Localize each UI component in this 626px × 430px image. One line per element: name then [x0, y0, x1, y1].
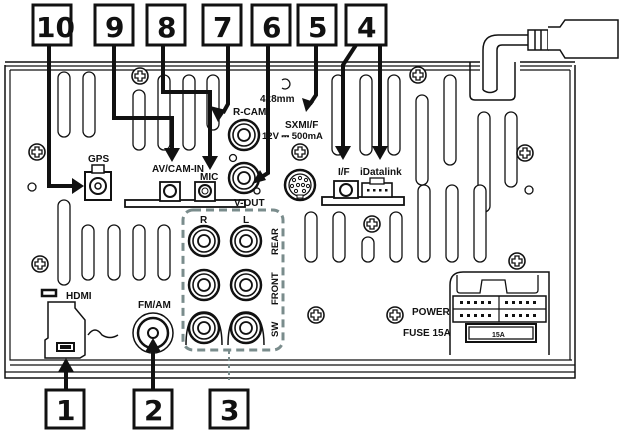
fuse-value-label: 15A	[492, 332, 505, 339]
callout-box-4: 4	[344, 3, 388, 47]
sxm-rating-label: 12V ⎓ 500mA	[262, 131, 323, 142]
if-label: I/F	[338, 167, 350, 178]
gps-connector	[84, 164, 112, 201]
svg-text:8: 8	[157, 11, 176, 44]
callout-box-6: 6	[250, 3, 292, 47]
hdmi-connector	[40, 288, 119, 359]
svg-text:5: 5	[308, 11, 327, 44]
callout-box-10: 10	[31, 3, 75, 47]
v-out-connector	[227, 161, 261, 195]
fuse-label: FUSE 15A	[403, 328, 451, 339]
svg-text:6: 6	[262, 11, 281, 44]
callout-box-3: 3	[208, 388, 250, 430]
v-out-label: V-OUT	[234, 198, 265, 209]
gps-label: GPS	[88, 154, 109, 165]
r-cam-label: R-CAM	[233, 107, 266, 118]
callout-box-7: 7	[201, 3, 243, 47]
chassis	[4, 61, 576, 379]
mic-label: MIC	[200, 172, 218, 183]
svg-text:2: 2	[144, 394, 163, 427]
sxm-din-connector	[283, 168, 317, 202]
r-cam-connector	[227, 118, 261, 152]
callout-box-8: 8	[145, 3, 187, 47]
preout-rca-group	[181, 208, 285, 380]
callout-arrowheads	[58, 98, 388, 372]
callout-box-1: 1	[44, 388, 86, 430]
svg-text:4: 4	[357, 11, 376, 44]
rear-label: REAR	[270, 228, 281, 255]
if-idatalink-connector-block	[321, 177, 405, 206]
wire-harness-cable	[469, 19, 619, 101]
front-label: FRONT	[270, 272, 281, 305]
svg-text:3: 3	[220, 394, 239, 427]
fm-am-label: FM/AM	[138, 300, 171, 311]
callout-box-2: 2	[132, 388, 174, 430]
power-connector	[449, 271, 550, 355]
sw-label: SW	[270, 322, 281, 337]
callout-box-5: 5	[296, 3, 338, 47]
power-label: POWER	[412, 307, 451, 318]
av-cam-in-label: AV/CAM-IN	[152, 164, 204, 175]
idatalink-label: iDatalink	[360, 167, 402, 178]
callout-box-9: 9	[93, 3, 135, 47]
screw-size-note: 4x8mm	[260, 94, 295, 105]
av-mic-connector-block	[124, 181, 246, 208]
svg-text:10: 10	[36, 11, 75, 44]
left-channel-label: L	[243, 215, 249, 226]
hdmi-label: HDMI	[66, 291, 92, 302]
right-channel-label: R	[200, 215, 208, 226]
svg-text:1: 1	[56, 394, 75, 427]
small-holes	[27, 78, 534, 195]
svg-text:9: 9	[105, 11, 124, 44]
sxm-if-label: SXMI/F	[285, 120, 318, 131]
svg-text:7: 7	[213, 11, 232, 44]
